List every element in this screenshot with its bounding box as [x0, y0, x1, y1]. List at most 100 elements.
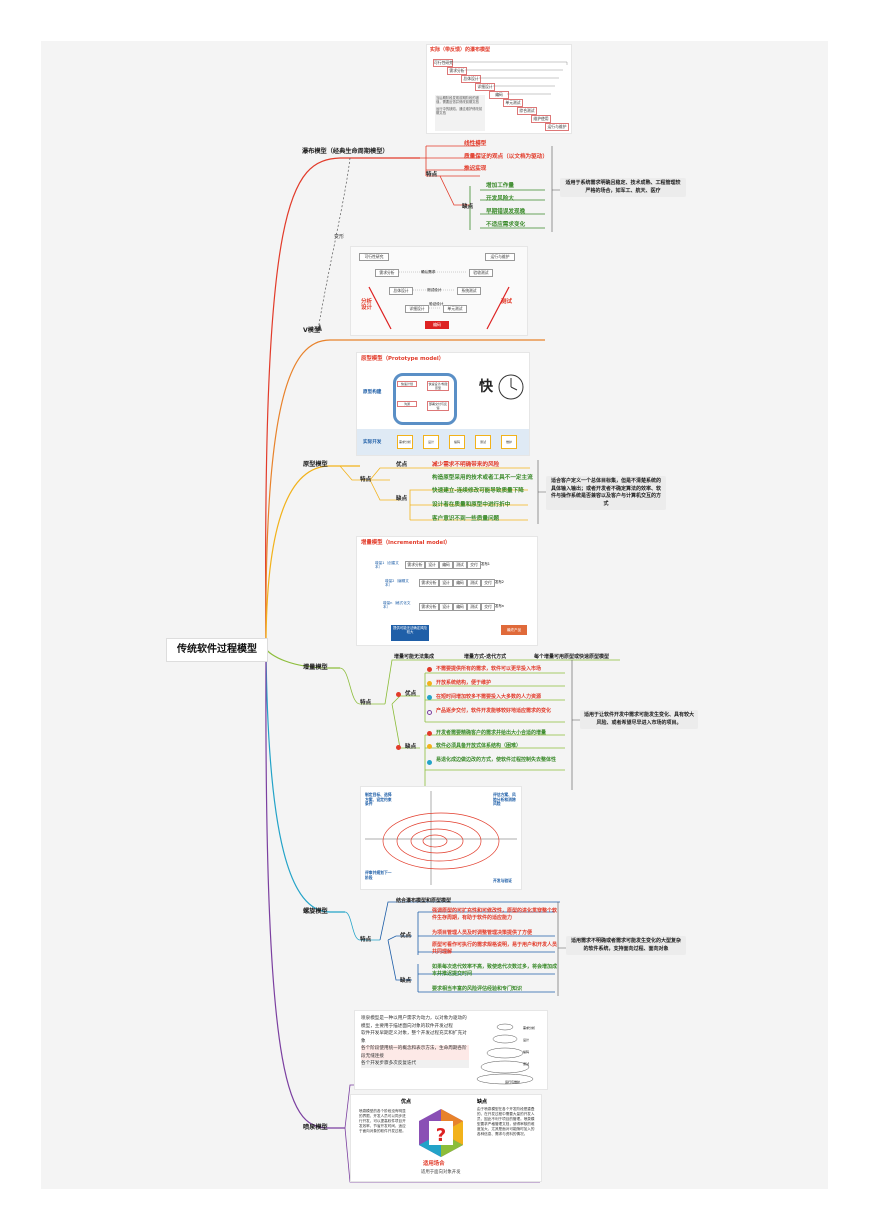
inc-step: 测试 — [453, 561, 467, 569]
fountain-bullet: 各个开发步骤多次反复迭代 — [361, 1060, 469, 1068]
inc-release: 发布2 — [495, 580, 504, 584]
proto-img-title: 原型模型（Prototype model） — [361, 356, 445, 362]
spiral-title[interactable]: 螺旋模型 — [303, 908, 328, 915]
v-top-left: 可行性研究 — [359, 253, 389, 261]
inc-cons-label: 缺点 — [405, 744, 417, 750]
inc-step: 设计 — [425, 561, 439, 569]
waterfall-image: 实际（带反馈）的瀑布模型 可行性研究 需求分析 总体设计 详细设计 编码 单元测… — [426, 44, 572, 134]
inc-release: 发布1 — [481, 562, 490, 566]
spiral-quad: 评审并规划下一阶段 — [365, 870, 392, 880]
wf-con: 增加工作量 — [486, 183, 514, 189]
num-4-icon — [427, 710, 432, 715]
root-topic[interactable]: 传统软件过程模型 — [166, 638, 268, 662]
svg-text:?: ? — [436, 1125, 446, 1146]
fountain-label: 编码 — [523, 1050, 530, 1054]
num-3-icon — [427, 695, 432, 700]
v-row2-right: 系统测试 — [457, 287, 481, 295]
inc-header: 每个增量可用原型或快速原型模型 — [534, 654, 610, 660]
waterfall-title[interactable]: 瀑布模型（经典生命周期模型） — [302, 148, 389, 155]
spiral-pro: 为项目管理人员及时调整管理决策提供了方便 — [432, 930, 533, 936]
num-2-icon — [427, 744, 432, 749]
spiral-pro: 原型可看作可执行的需求规格说明，易于用户和开发人员共同理解 — [432, 942, 558, 955]
wf-step: 运行与维护 — [545, 123, 569, 131]
wf-step: 总体设计 — [461, 75, 481, 83]
wf-cons-label: 缺点 — [462, 204, 474, 210]
spiral-quad: 开发与验证 — [493, 878, 512, 883]
fountain-title[interactable]: 喷泉模型 — [303, 1124, 328, 1131]
inc-pro: 不需要提供所有的需求，软件可以更早投入市场 — [436, 666, 542, 672]
fountain-bullet: 喷泉模型是一种以用户需求为动力，以对象为驱动的模型，主要用于描述面向对象的软件开… — [361, 1016, 467, 1029]
inc-pro: 开放系统结构，便于维护 — [436, 680, 492, 686]
proto-cycle-step: 快速计划 — [397, 381, 417, 387]
fountain-cons-label: 缺点 — [477, 1099, 488, 1105]
fountain-scope-text: 适用于面向对象开发 — [421, 1170, 461, 1175]
v-left-label: 分析设计 — [361, 299, 373, 311]
v-row2-left: 总体设计 — [389, 287, 413, 295]
num-2-icon — [427, 681, 432, 686]
inc-release: 发布n — [495, 604, 504, 608]
v-row1-right: 验收测试 — [469, 269, 493, 277]
proto-con: 客户意识不到一些质量问题 — [432, 516, 500, 522]
wf-step: 详细设计 — [475, 83, 495, 91]
inc-feature-label: 特点 — [360, 700, 372, 706]
wf-note: 当后期阶段发现前期阶段的错误，需要反馈并修改前期文档 运行中的缺陷，通过维护修改… — [435, 95, 485, 131]
cons-dot-icon — [396, 745, 401, 750]
wf-feature: 推迟实现 — [464, 166, 487, 172]
spiral-feature-label: 特点 — [360, 937, 372, 943]
wf-con: 不适应需求变化 — [486, 222, 526, 228]
v-top-right: 运行与维护 — [485, 253, 515, 261]
spiral-image: 制定目标、选择方案、设定约束条件 评估方案、风险分析和消除风险 开发与验证 评审… — [360, 786, 522, 890]
incremental-summary: 适用于让软件开发中需求可能发生变化、具有较大风险、或者希望尽早进入市场的项目。 — [580, 710, 698, 729]
fountain-bullets: 喷泉模型是一种以用户需求为动力，以对象为驱动的模型，主要用于描述面向对象的软件开… — [361, 1015, 469, 1068]
variant-label: 变形 — [334, 234, 345, 240]
inc-step: 编码 — [453, 603, 467, 611]
v-row3-mid: 验证设计 — [429, 302, 444, 306]
vmodel-title[interactable]: V模型 — [303, 327, 321, 334]
inc-pro: 产品逐步交付，软件开发能够较好地适应需求的变化 — [436, 708, 552, 714]
proto-cycle-step: 快速设计/构建原型 — [427, 381, 449, 391]
wf-feature: 质量保证的观点（以文档为驱动） — [464, 154, 548, 160]
v-bottom: 编码 — [425, 321, 449, 329]
inc-con: 易退化成边做边改的方式，使软件过程控制失去整体性 — [436, 757, 557, 763]
fountain-pros-text: 喷泉模型的各个阶段没有明显的界限，开发人员可以同步进行开发，可以提高软件项目开发… — [359, 1109, 406, 1133]
wf-feature: 线性模型 — [464, 141, 487, 147]
fountain-label: 设计 — [523, 1038, 530, 1042]
spiral-pro: 强调原型的可扩充性和可修改性，原型的进化贯穿整个软件生存周期，有助于软件的适应能… — [432, 908, 558, 921]
wf-step: 维护使用 — [531, 115, 551, 123]
inc-header: 增量可能无法集成 — [394, 654, 435, 660]
inc-label: 增量2（编辑文本） — [385, 579, 409, 588]
wf-step: 编码 — [489, 91, 509, 99]
inc-step: 编码 — [439, 561, 453, 569]
proto-dev-band — [357, 429, 529, 455]
prototype-title[interactable]: 原型模型 — [303, 461, 328, 468]
proto-con: 快速建立-连续修改可能导致质量下降 — [432, 488, 524, 494]
wf-feature-label: 特点 — [426, 172, 438, 178]
inc-label: 增量1（创建文本） — [375, 561, 399, 570]
proto-cycle-step: 沟通 — [397, 401, 417, 407]
inc-header: 增量方式-迭代方式 — [464, 654, 507, 660]
inc-label: 增量n（格式化文本） — [383, 601, 411, 610]
fountain-bullet: 软件开发早期定义对象，整个开发过程充实和扩充对象 — [361, 1031, 467, 1044]
proto-devstep: 需求分析 — [397, 435, 413, 449]
incremental-title[interactable]: 增量模型 — [303, 664, 328, 671]
num-1-icon — [427, 731, 432, 736]
inc-con: 软件必须具备开放式体系结构（困难） — [436, 743, 522, 749]
inc-step: 需求分析 — [419, 579, 439, 587]
fountain-label: 运行与维护 — [505, 1080, 521, 1084]
fountain-summary-panel: 优点 喷泉模型的各个阶段没有明显的界限，开发人员可以同步进行开发，可以提高软件项… — [350, 1094, 542, 1182]
fountain-label: 测试 — [523, 1062, 530, 1066]
vmodel-image: 可行性研究 运行与维护 需求分析 确认需求 验收测试 总体设计 测试设计 系统测… — [350, 246, 528, 336]
question-icon: ? — [415, 1107, 467, 1159]
proto-devsteps: 需求分析 设计 编码 测试 维护 — [397, 433, 523, 451]
inc-con: 开发者需要精确客户的需求并给出大小合适的增量 — [436, 730, 547, 736]
waterfall-image-title: 实际（带反馈）的瀑布模型 — [430, 47, 491, 53]
fountain-cons-text: 由于喷泉模型在各个开发阶段是重叠的，在开发过程中需要大量的开发人员，因此不利于项… — [477, 1107, 535, 1136]
proto-devstep: 设计 — [423, 435, 439, 449]
v-row1-left: 需求分析 — [375, 269, 399, 277]
v-row3-left: 详细设计 — [405, 305, 429, 313]
spiral-summary: 适用需求不明确或者需求可能发生变化的大型复杂的软件系统，支持面向过程、面向对象 — [566, 936, 686, 955]
num-1-icon — [427, 667, 432, 672]
spiral-quad: 评估方案、风险分析和消除风险 — [493, 792, 516, 807]
proto-devstep: 测试 — [475, 435, 491, 449]
inc-step: 设计 — [439, 579, 453, 587]
